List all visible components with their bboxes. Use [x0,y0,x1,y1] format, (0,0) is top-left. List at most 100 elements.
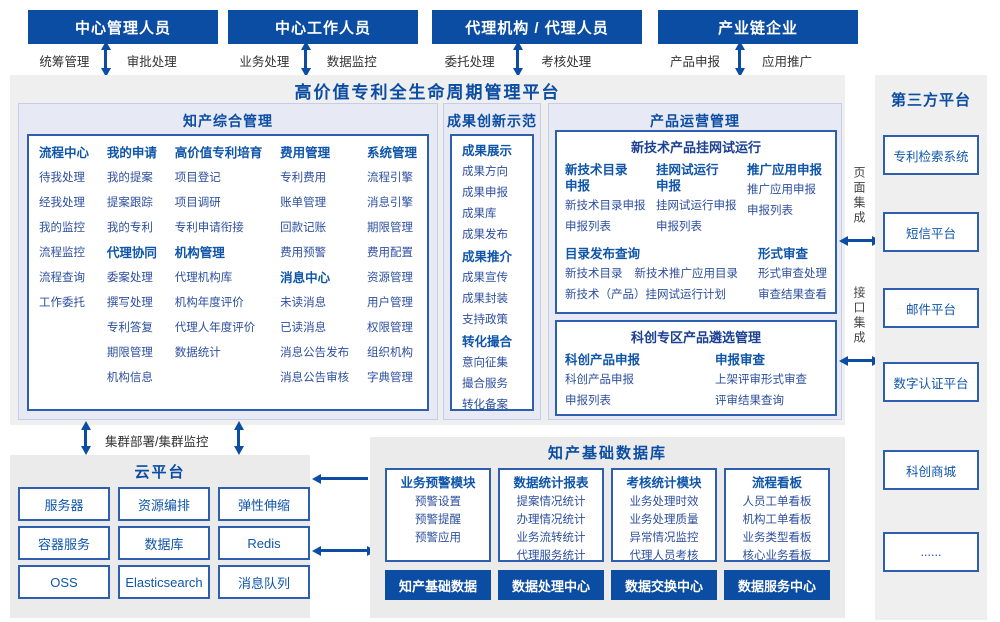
menu-item: 上架评审形式审查 [715,374,807,386]
menu-item: 用户管理 [366,297,413,309]
menu-item: 成果封装 [462,293,508,305]
cloud-item: 消息队列 [218,565,310,599]
third-party-item: 数字认证平台 [883,362,979,402]
group-title: 流程看板 [751,476,802,490]
cloud-item: 容器服务 [18,526,110,560]
cloud-item: Redis [218,526,310,560]
cloud-item: Elasticsearch [118,565,210,599]
menu-item: 经我处理 [39,197,85,209]
panel-title: 云平台 [134,464,186,481]
api-integration-label: 接口集成 [852,286,866,346]
group-title: 申报审查 [715,353,766,367]
subbox-title: 新技术产品挂网试运行 [630,140,761,155]
menu-item: 预警应用 [415,532,461,544]
menu-item: 流程引擎 [366,172,413,184]
achievement-panel: 成果展示 成果方向 成果申报 成果库 成果发布 成果推介 成果宣传 成果封装 支… [450,134,534,411]
product-column: 新技术目录申报 新技术目录申报 申报列表 [565,158,646,238]
menu-item: 申报列表 [747,205,793,217]
db-module: 业务预警模块 预警设置 预警提醒 预警应用 [385,468,491,562]
menu-item: 挂网试运行申报 [656,200,737,212]
menu-item: 申报列表 [565,221,611,233]
ip-column: 我的申请 我的提案 提案跟踪 我的专利 代理协同 委案处理 撰写处理 专利答复 … [107,141,157,404]
subbox-new-tech-trial: 新技术产品挂网试运行 新技术目录申报 新技术目录申报 申报列表 挂网试运行申报 … [555,130,837,314]
menu-item: 意向征集 [462,357,508,369]
section-product-operation: 产品运营管理 新技术产品挂网试运行 新技术目录申报 新技术目录申报 申报列表 挂… [548,103,842,420]
menu-item: 组织机构 [366,347,413,359]
third-party-item: 专利检索系统 [883,135,979,175]
menu-item: 业务类型看板 [742,532,812,544]
platform-area: 高价值专利全生命周期管理平台 知产综合管理 流程中心 待我处理 经我处理 我的监… [10,75,845,425]
group-title: 转化撮合 [462,335,513,349]
menu-item: 成果宣传 [462,272,508,284]
menu-item: 项目调研 [174,197,221,209]
horizontal-double-arrow-icon [847,359,873,362]
menu-item: 代理人员考核 [629,550,699,562]
cluster-label: 集群部署/集群监控 [105,435,209,449]
third-party-item: ...... [883,532,979,572]
group-title: 目录发布查询 [565,247,641,261]
role-label: 审批处理 [126,55,177,69]
actor-agencies: 代理机构 / 代理人员 委托处理 考核处理 [432,10,642,76]
group-title: 成果展示 [462,144,513,158]
menu-item: 新技术目录 [565,268,623,280]
ip-column: 流程中心 待我处理 经我处理 我的监控 流程监控 流程查询 工作委托 [39,141,89,404]
page-integration-label: 页面集成 [852,166,866,226]
menu-item: 提案情况统计 [516,496,586,508]
actor-title: 中心管理人员 [28,10,218,44]
menu-item: 字典管理 [366,372,413,384]
third-party-panel: 第三方平台 专利检索系统 短信平台 邮件平台 数字认证平台 科创商城 .....… [875,75,987,620]
cloud-grid: 服务器 资源编排 弹性伸缩 容器服务 数据库 Redis OSS Elastic… [10,482,310,599]
menu-item: 消息引擎 [366,197,413,209]
actor-industry-enterprises: 产业链企业 产品申报 应用推广 [658,10,858,76]
third-party-item: 科创商城 [883,450,979,490]
menu-item: 业务处理时效 [629,496,699,508]
menu-item: 预警提醒 [415,514,461,526]
role-label: 委托处理 [444,55,495,69]
left-arrow-icon [320,477,368,480]
product-column: 推广应用申报 推广应用申报 申报列表 [747,158,827,238]
menu-item: 提案跟踪 [106,197,153,209]
subbox-sci-innovation-selection: 科创专区产品遴选管理 科创产品申报 科创产品申报 申报列表 申报审查 上架评审形… [555,320,837,416]
subbox-columns: 新技术目录申报 新技术目录申报 申报列表 挂网试运行申报 挂网试运行申报 申报列… [557,156,835,238]
actor-roles: 统筹管理 审批处理 [28,44,218,76]
menu-item: 机构信息 [106,372,153,384]
product-column: 挂网试运行申报 挂网试运行申报 申报列表 [656,158,737,238]
group-title: 形式审查 [758,247,809,261]
menu-item: 流程监控 [39,247,85,259]
menu-item: 异常情况监控 [629,532,699,544]
product-column: 申报审查 上架评审形式审查 评审结果查询 [715,348,807,412]
menu-item: 待我处理 [39,172,85,184]
group-title: 新技术目录申报 [565,163,628,193]
vertical-double-arrow-icon [516,49,519,69]
subbox-columns: 科创产品申报 科创产品申报 申报列表 申报审查 上架评审形式审查 评审结果查询 [557,346,835,412]
menu-item: 未读消息 [280,297,327,309]
group-title: 科创产品申报 [565,353,641,367]
menu-item: 核心业务看板 [742,550,812,562]
ip-column: 系统管理 流程引擎 消息引擎 期限管理 费用配置 资源管理 用户管理 权限管理 … [367,141,417,404]
db-module: 考核统计模块 业务处理时效 业务处理质量 异常情况监控 代理人员考核 [611,468,717,562]
third-party-item: 邮件平台 [883,288,979,328]
subbox-title: 科创专区产品遴选管理 [630,330,761,345]
cloud-item: 数据库 [118,526,210,560]
menu-item: 撰写处理 [106,297,153,309]
ip-panel: 流程中心 待我处理 经我处理 我的监控 流程监控 流程查询 工作委托 我的申请 … [27,134,429,411]
menu-item: 预警设置 [415,496,461,508]
menu-item: 期限管理 [366,222,413,234]
menu-item: 代理机构库 [174,272,233,284]
catalog-query-group: 目录发布查询 新技术目录 新技术推广应用目录 新技术（产品）挂网试运行计划 [565,242,738,306]
menu-item: 数据统计 [174,347,221,359]
vertical-double-arrow-icon [304,49,307,69]
menu-item: 代理人年度评价 [174,322,256,334]
menu-item: 回款记账 [280,222,327,234]
cloud-item: OSS [18,565,110,599]
menu-item: 支持政策 [462,314,508,326]
menu-item: 评审结果查询 [715,395,784,407]
menu-item: 申报列表 [565,395,611,407]
menu-item: 新技术（产品）挂网试运行计划 [565,289,726,301]
role-label: 产品申报 [670,55,721,69]
actor-title: 代理机构 / 代理人员 [432,10,642,44]
role-label: 应用推广 [762,55,813,69]
menu-item: 消息公告审核 [280,372,350,384]
knowledge-database-panel: 知产基础数据库 业务预警模块 预警设置 预警提醒 预警应用 数据统计报表 提案情… [370,437,845,618]
